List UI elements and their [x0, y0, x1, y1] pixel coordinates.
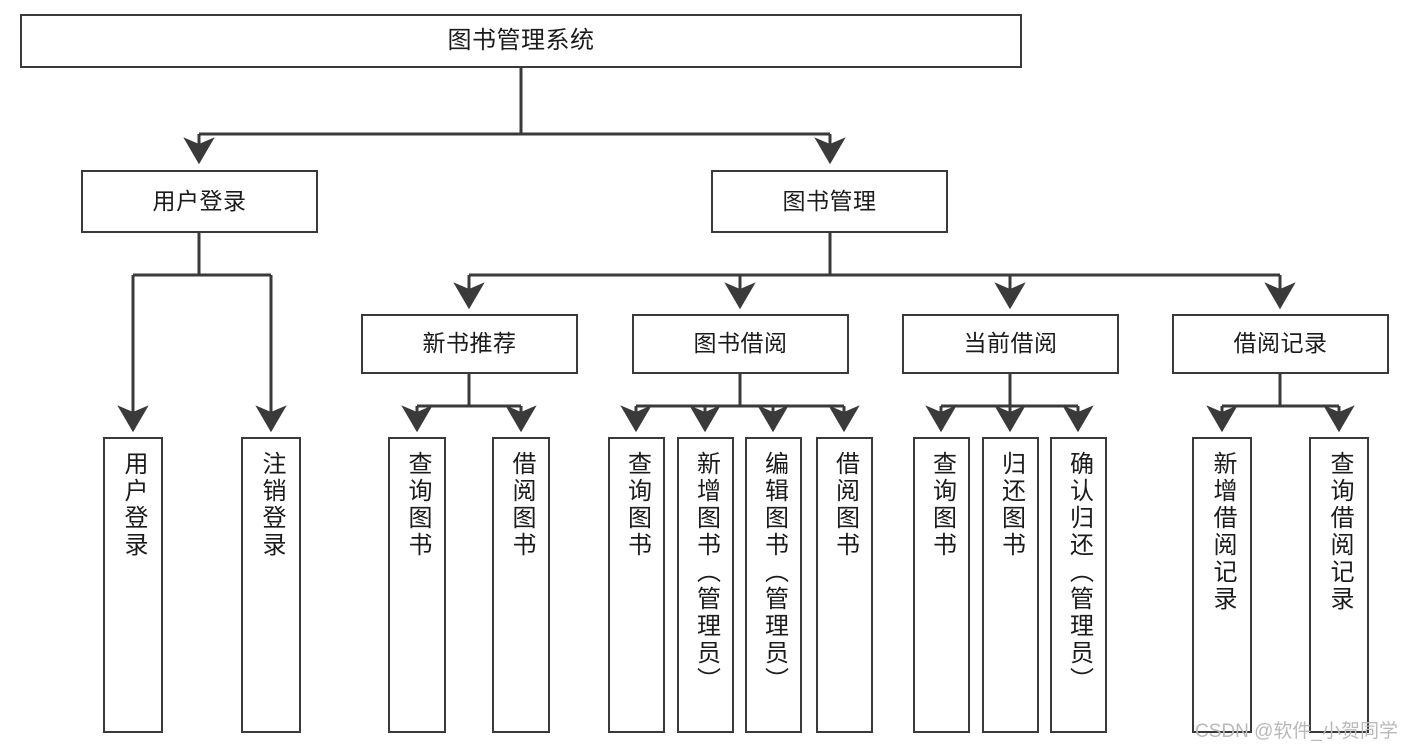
leaf-confirm-return[interactable]: 确认归还（管理员） [1050, 437, 1107, 733]
node-book-borrow[interactable]: 图书借阅 [632, 314, 849, 374]
leaf-borrow-book-1-label: 借阅图书 [508, 451, 535, 559]
node-root-label: 图书管理系统 [447, 26, 595, 54]
node-current-borrow[interactable]: 当前借阅 [902, 314, 1119, 374]
node-current-borrow-label: 当前借阅 [963, 330, 1058, 357]
leaf-query-record[interactable]: 查询借阅记录 [1309, 437, 1369, 733]
leaf-borrow-book-2[interactable]: 借阅图书 [816, 437, 873, 733]
leaf-confirm-return-label: 确认归还（管理员） [1065, 451, 1093, 694]
leaf-add-book[interactable]: 新增图书（管理员） [677, 437, 734, 733]
leaf-edit-book[interactable]: 编辑图书（管理员） [745, 437, 802, 733]
node-user-login-label: 用户登录 [152, 187, 247, 214]
leaf-borrow-book-2-label: 借阅图书 [831, 451, 859, 559]
node-new-book-recommend-label: 新书推荐 [422, 330, 517, 357]
leaf-add-record[interactable]: 新增借阅记录 [1192, 437, 1252, 733]
leaf-return-book-label: 归还图书 [997, 451, 1025, 559]
node-user-login[interactable]: 用户登录 [81, 170, 318, 233]
leaf-user-login-label: 用户登录 [120, 451, 147, 559]
leaf-query-book-2-label: 查询图书 [623, 451, 651, 559]
node-borrow-record-label: 借阅记录 [1233, 330, 1328, 357]
node-new-book-recommend[interactable]: 新书推荐 [361, 314, 578, 374]
node-book-borrow-label: 图书借阅 [693, 330, 788, 357]
leaf-query-book-3-label: 查询图书 [928, 451, 956, 559]
node-book-manage[interactable]: 图书管理 [711, 170, 948, 233]
leaf-user-login[interactable]: 用户登录 [103, 437, 163, 733]
leaf-query-book-1[interactable]: 查询图书 [388, 437, 446, 733]
leaf-edit-book-label: 编辑图书（管理员） [760, 451, 788, 694]
leaf-query-book-2[interactable]: 查询图书 [608, 437, 665, 733]
leaf-add-record-label: 新增借阅记录 [1209, 451, 1236, 613]
node-book-manage-label: 图书管理 [782, 187, 877, 214]
leaf-borrow-book-1[interactable]: 借阅图书 [492, 437, 550, 733]
leaf-query-book-3[interactable]: 查询图书 [913, 437, 970, 733]
leaf-query-record-label: 查询借阅记录 [1326, 451, 1353, 613]
leaf-return-book[interactable]: 归还图书 [982, 437, 1039, 733]
node-borrow-record[interactable]: 借阅记录 [1172, 314, 1389, 374]
leaf-logout-label: 注销登录 [258, 451, 285, 559]
leaf-query-book-1-label: 查询图书 [404, 451, 431, 559]
node-root[interactable]: 图书管理系统 [20, 14, 1022, 68]
leaf-logout[interactable]: 注销登录 [241, 437, 301, 733]
leaf-add-book-label: 新增图书（管理员） [692, 451, 720, 694]
